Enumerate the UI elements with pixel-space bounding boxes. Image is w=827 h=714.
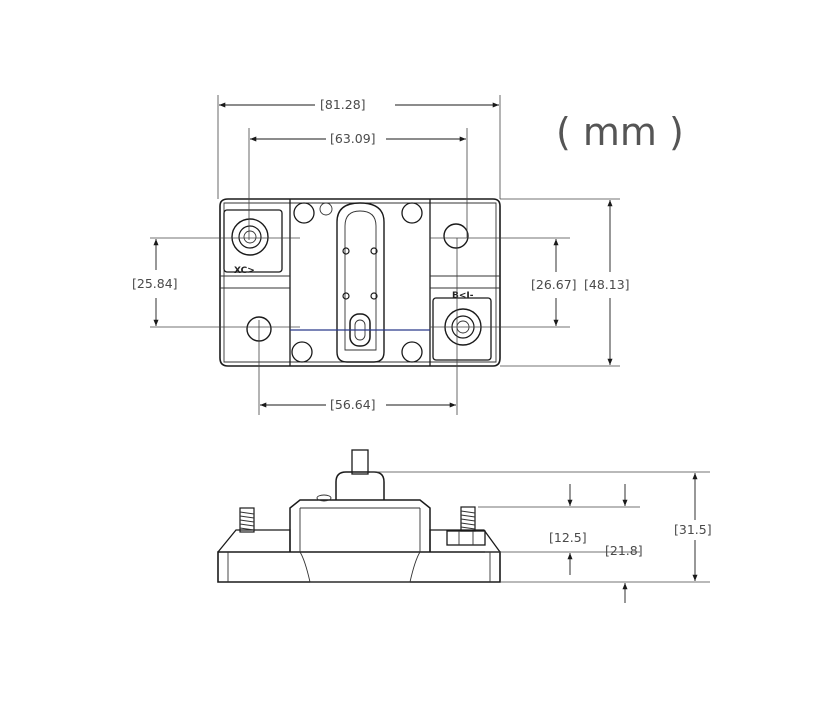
top-view-inner-outline bbox=[223, 202, 497, 363]
left-stud-icon bbox=[239, 507, 255, 533]
dim-body-height: [21.8] bbox=[605, 543, 643, 558]
dim-total-height: [31.5] bbox=[674, 522, 712, 537]
side-view-housing bbox=[289, 499, 431, 552]
reset-button-body bbox=[335, 471, 385, 500]
dim-terminal-vertical-left: [25.84] bbox=[132, 276, 178, 291]
reset-lever-inner bbox=[344, 210, 377, 351]
dim-stud-height: [12.5] bbox=[549, 530, 587, 545]
housing-screw-icon bbox=[316, 494, 332, 502]
top-view: XC> B<I- bbox=[132, 95, 630, 415]
lever-pin-2-icon bbox=[370, 247, 378, 255]
left-terminal-mark: XC> bbox=[234, 266, 255, 276]
dim-overall-height: [48.13] bbox=[584, 277, 630, 292]
left-terminal-stud-icon bbox=[238, 225, 262, 249]
flange-lines bbox=[220, 275, 500, 289]
units-label: ( mm ) bbox=[556, 110, 684, 154]
left-shoulder bbox=[217, 529, 291, 553]
dim-terminal-vertical-right: [26.67] bbox=[531, 277, 577, 292]
lever-pin-4-icon bbox=[370, 292, 378, 300]
screw-top-left-icon bbox=[293, 202, 315, 224]
screw-top-left-aux-icon bbox=[319, 202, 333, 216]
reset-lever-slot bbox=[336, 202, 385, 363]
dim-hole-spacing-top: [63.09] bbox=[330, 131, 376, 146]
right-shoulder bbox=[429, 529, 501, 553]
lever-pin-1-icon bbox=[342, 247, 350, 255]
screw-bottom-right-icon bbox=[401, 341, 423, 363]
dim-overall-width: [81.28] bbox=[320, 97, 366, 112]
reset-stem bbox=[351, 449, 369, 475]
dim-hole-spacing-bottom: [56.64] bbox=[330, 397, 376, 412]
left-terminal-nut-icon bbox=[231, 218, 269, 256]
housing-fillets bbox=[299, 551, 421, 583]
top-view-outline bbox=[219, 198, 501, 367]
left-terminal-core-icon bbox=[243, 230, 257, 244]
housing-inner-edges bbox=[299, 508, 421, 552]
right-terminal-block bbox=[432, 297, 492, 361]
screw-top-right-icon bbox=[401, 202, 423, 224]
screw-bottom-left-icon bbox=[291, 341, 313, 363]
lever-pin-3-icon bbox=[342, 292, 350, 300]
right-terminal-mark: B<I- bbox=[452, 291, 474, 301]
right-stud-icon bbox=[446, 506, 486, 546]
mount-hole-top-right-icon bbox=[443, 223, 469, 249]
left-terminal-block bbox=[223, 209, 283, 273]
center-section-edges bbox=[289, 199, 431, 366]
side-view-base bbox=[217, 551, 501, 583]
side-view: [12.5] [21.8] [31.5] bbox=[217, 449, 712, 603]
